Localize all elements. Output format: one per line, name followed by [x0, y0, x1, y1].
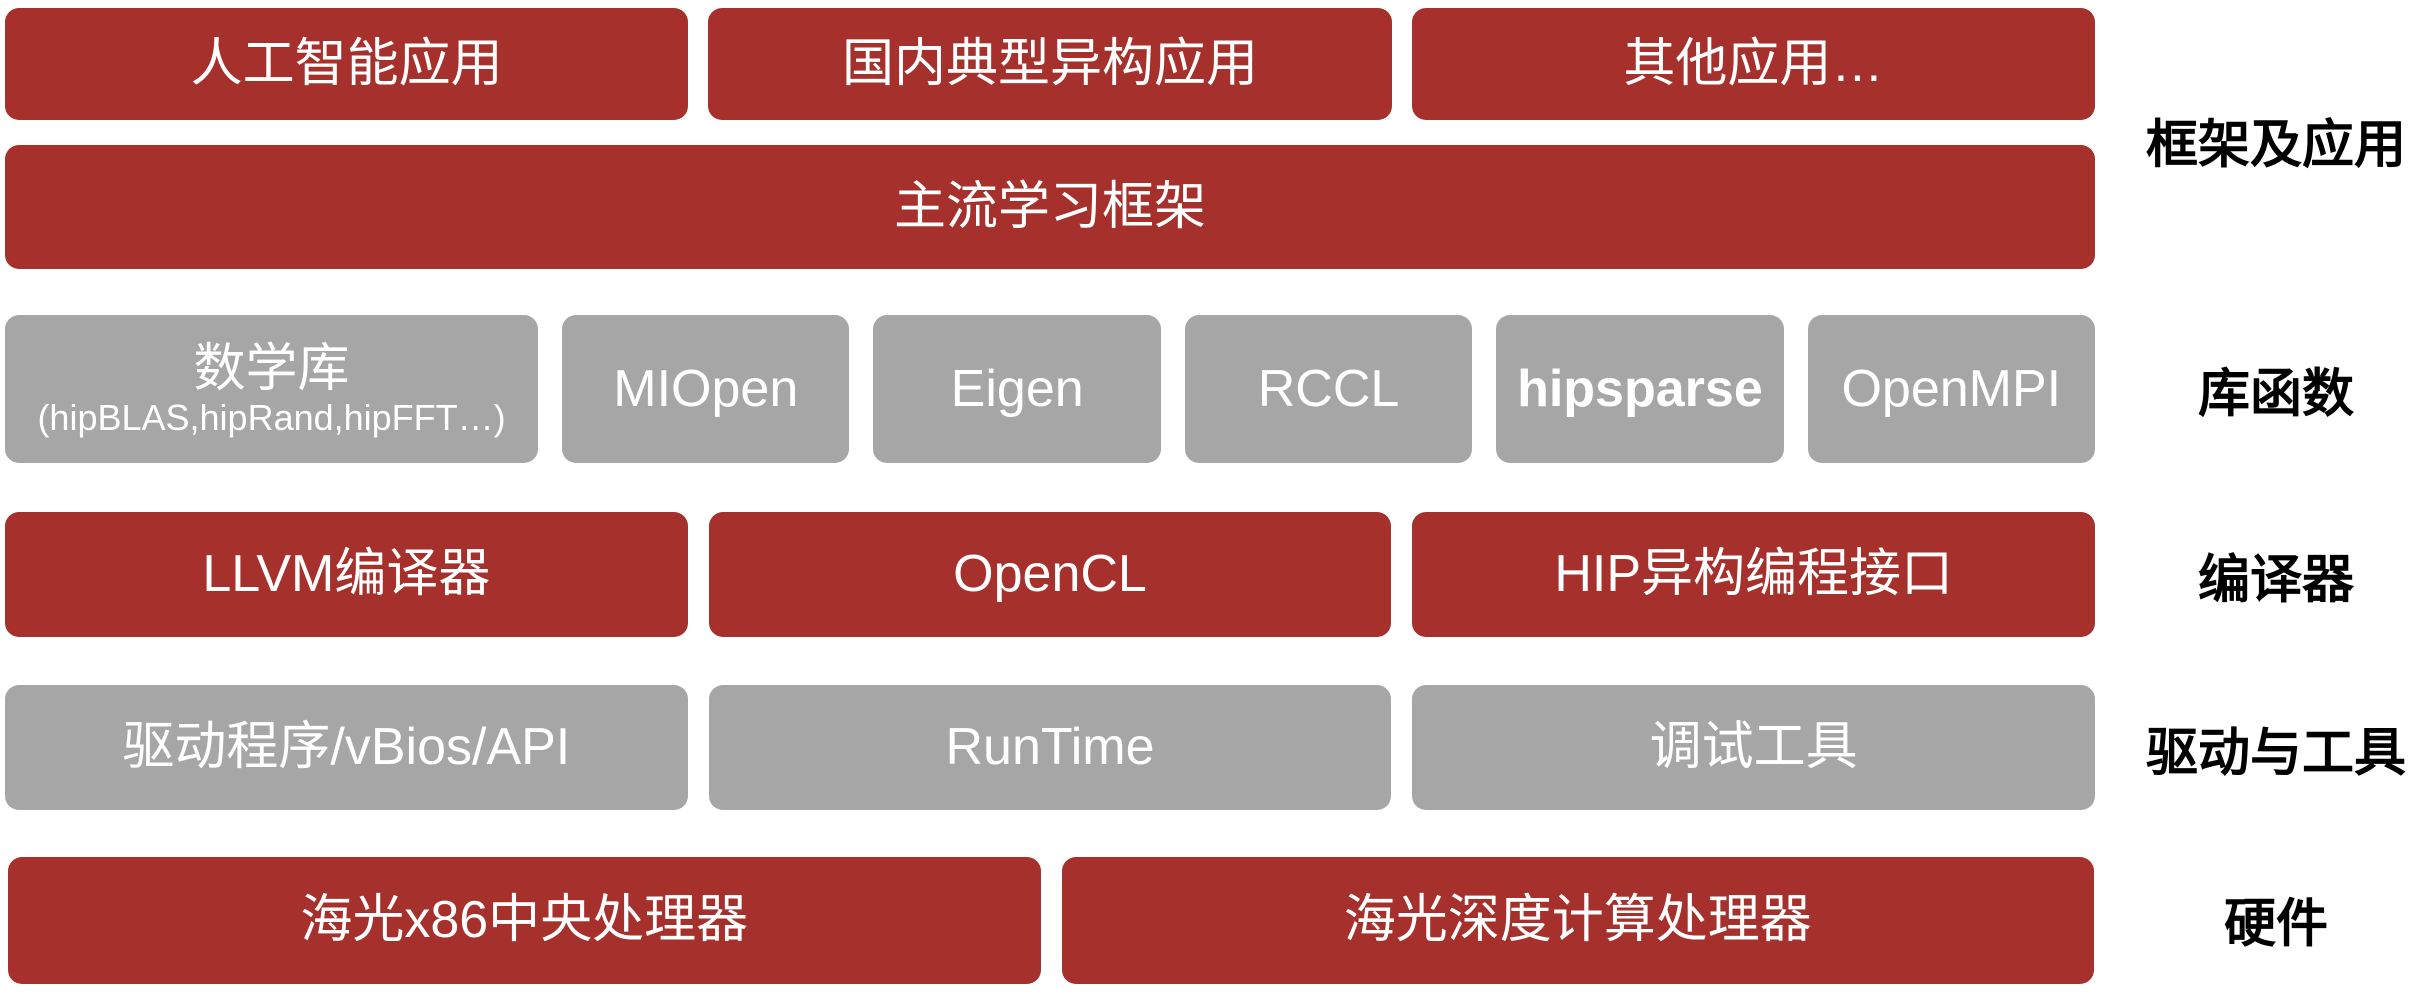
box-label: LLVM编译器 [202, 545, 491, 604]
box-label: Eigen [950, 359, 1084, 418]
box-label: 调试工具 [1649, 718, 1858, 777]
layer-label-frameworks-and-applications: 框架及应用 [2145, 116, 2406, 175]
box-openmpi: OpenMPI [1807, 315, 2095, 463]
box-label: 其他应用… [1623, 34, 1884, 93]
row-applications: 人工智能应用 国内典型异构应用 其他应用… [5, 8, 2095, 120]
box-hipsparse: hipsparse [1496, 315, 1784, 463]
box-hip-heterogeneous-programming-interface: HIP异构编程接口 [1412, 512, 2096, 637]
row-compilers: LLVM编译器 OpenCL HIP异构编程接口 [5, 512, 2096, 637]
layer-label-library-functions: 库函数 [2197, 365, 2354, 424]
box-label: RCCL [1257, 359, 1400, 418]
box-label: 数学库 [193, 339, 350, 398]
box-label: 人工智能应用 [190, 34, 503, 93]
row-frameworks: 主流学习框架 [5, 145, 2095, 269]
box-eigen: Eigen [873, 315, 1161, 463]
box-sublabel: (hipBLAS,hipRand,hipFFT…) [37, 396, 506, 438]
box-rccl: RCCL [1184, 315, 1473, 463]
box-label: hipsparse [1517, 359, 1763, 418]
row-libraries: 数学库 (hipBLAS,hipRand,hipFFT…) MIOpen Eig… [5, 315, 2095, 463]
box-label: 驱动程序/vBios/API [122, 718, 571, 777]
layer-label-drivers-and-tools: 驱动与工具 [2145, 724, 2406, 783]
box-label: RunTime [945, 718, 1155, 777]
box-label: 海光x86中央处理器 [300, 891, 749, 950]
layer-label-compilers: 编译器 [2197, 551, 2354, 610]
box-debug-tools: 调试工具 [1412, 685, 2096, 810]
box-label: 国内典型异构应用 [841, 34, 1258, 93]
box-label: 海光深度计算处理器 [1343, 891, 1812, 950]
box-label: OpenMPI [1841, 359, 2062, 418]
box-label: HIP异构编程接口 [1554, 545, 1954, 604]
box-llvm-compiler: LLVM编译器 [5, 512, 688, 637]
row-hardware: 海光x86中央处理器 海光深度计算处理器 [8, 857, 2094, 984]
box-label: 主流学习框架 [893, 177, 1206, 236]
box-ai-applications: 人工智能应用 [5, 8, 689, 120]
row-drivers-tools: 驱动程序/vBios/API RunTime 调试工具 [5, 685, 2096, 810]
box-opencl: OpenCL [708, 512, 1392, 637]
box-label: OpenCL [953, 545, 1147, 604]
box-driver-vbios-api: 驱动程序/vBios/API [5, 685, 688, 810]
box-domestic-heterogeneous-applications: 国内典型异构应用 [708, 8, 1392, 120]
box-math-libraries: 数学库 (hipBLAS,hipRand,hipFFT…) [5, 315, 539, 463]
box-other-applications: 其他应用… [1411, 8, 2095, 120]
layer-label-hardware: 硬件 [2223, 895, 2328, 954]
box-hygon-deep-compute-processor: 海光深度计算处理器 [1061, 857, 2094, 984]
box-label: MIOpen [613, 359, 799, 418]
box-mainstream-learning-frameworks: 主流学习框架 [5, 145, 2095, 269]
box-miopen: MIOpen [562, 315, 850, 463]
box-hygon-x86-cpu: 海光x86中央处理器 [8, 857, 1041, 984]
box-runtime: RunTime [708, 685, 1392, 810]
